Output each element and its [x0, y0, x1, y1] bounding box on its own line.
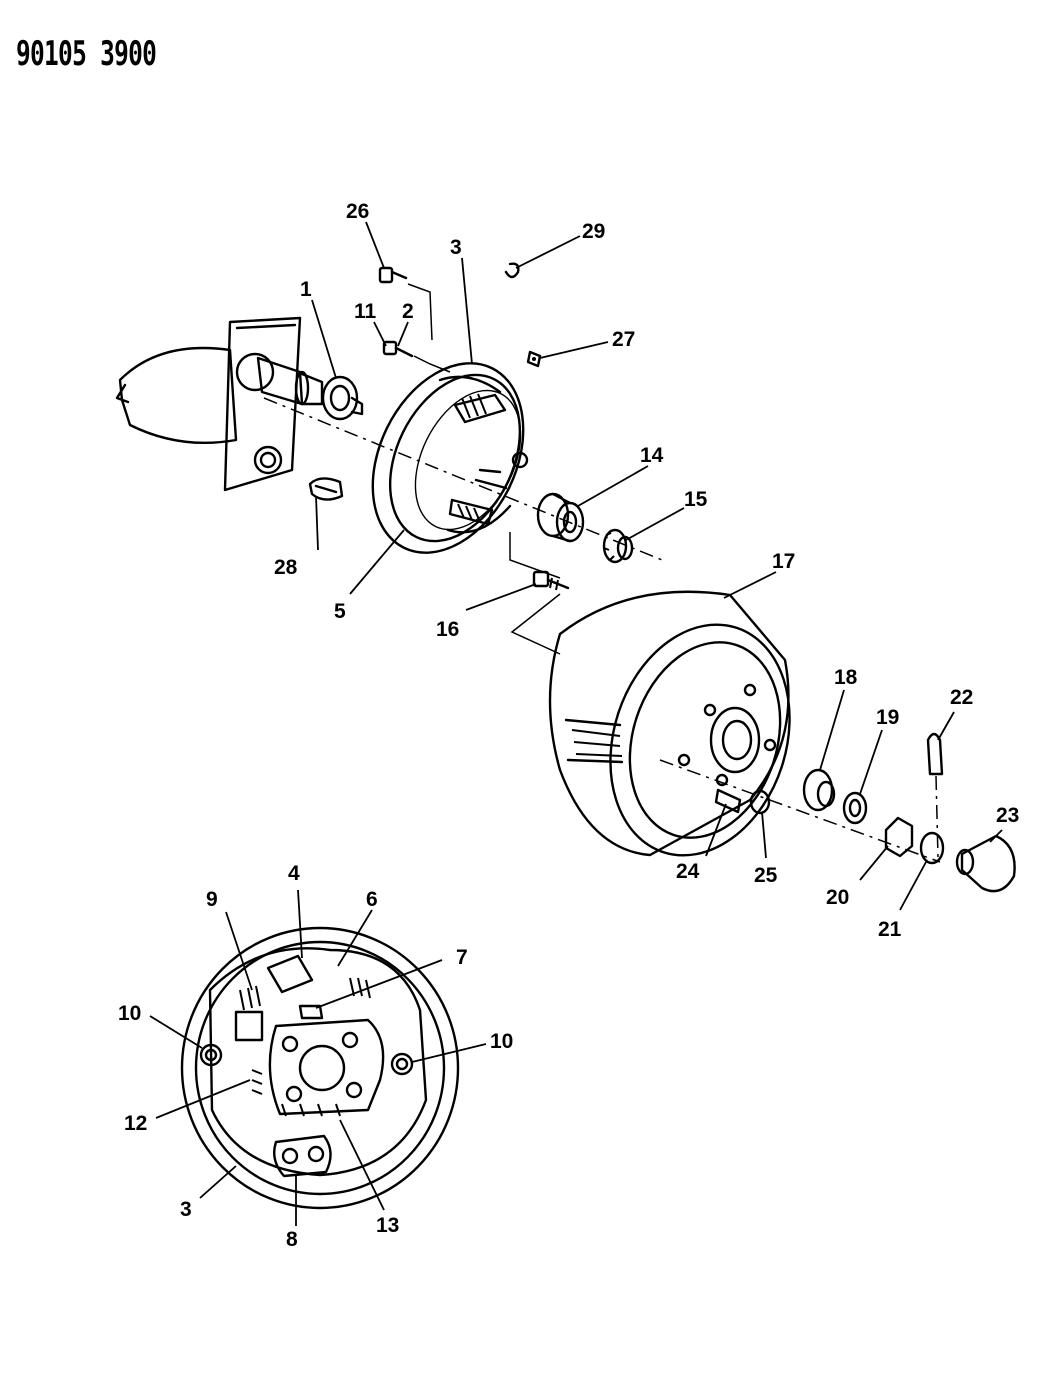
callout-25: 25	[754, 864, 778, 887]
callout-15: 15	[684, 488, 708, 511]
axle-housing	[115, 316, 364, 492]
callout-17: 17	[772, 550, 795, 573]
callout-3: 3	[180, 1198, 192, 1221]
callout-13: 13	[376, 1214, 399, 1237]
callout-27: 27	[612, 328, 635, 351]
callout-20: 20	[826, 886, 849, 909]
callout-1: 1	[300, 278, 312, 301]
reference-number: 90105 3900	[16, 34, 157, 74]
callout-29: 29	[582, 220, 605, 243]
bracket-lines	[407, 283, 561, 655]
callout-23: 23	[996, 804, 1019, 827]
callout-24: 24	[676, 860, 700, 883]
callout-18: 18	[834, 666, 858, 689]
callout-28: 28	[274, 556, 298, 579]
callout-16: 16	[436, 618, 459, 641]
callout-10: 10	[490, 1030, 513, 1053]
bearing-and-seal	[536, 492, 634, 564]
callout-11: 11	[354, 300, 377, 323]
leader-lines	[149, 221, 1003, 1226]
callout-21: 21	[878, 918, 902, 941]
callout-10: 10	[118, 1002, 141, 1025]
callout-26: 26	[346, 200, 369, 223]
callout-8: 8	[286, 1228, 298, 1251]
callout-2: 2	[402, 300, 414, 323]
brake-drum	[548, 590, 791, 857]
callout-14: 14	[640, 444, 664, 467]
centerlines	[263, 397, 941, 863]
callout-6: 6	[366, 888, 378, 911]
callout-5: 5	[334, 600, 346, 623]
callout-22: 22	[950, 686, 973, 709]
callout-19: 19	[876, 706, 899, 729]
callout-9: 9	[206, 888, 218, 911]
small-fasteners	[308, 262, 570, 591]
callout-12: 12	[124, 1112, 147, 1135]
callout-3: 3	[450, 236, 462, 259]
callout-labels: 1 2 3 3 4 5 6 7 8 9 10 10 11 12 13 14 15…	[118, 200, 1019, 1251]
callout-7: 7	[456, 946, 468, 969]
brake-assembly-detail	[180, 926, 460, 1210]
callout-4: 4	[288, 862, 300, 885]
backing-plate	[371, 362, 529, 554]
